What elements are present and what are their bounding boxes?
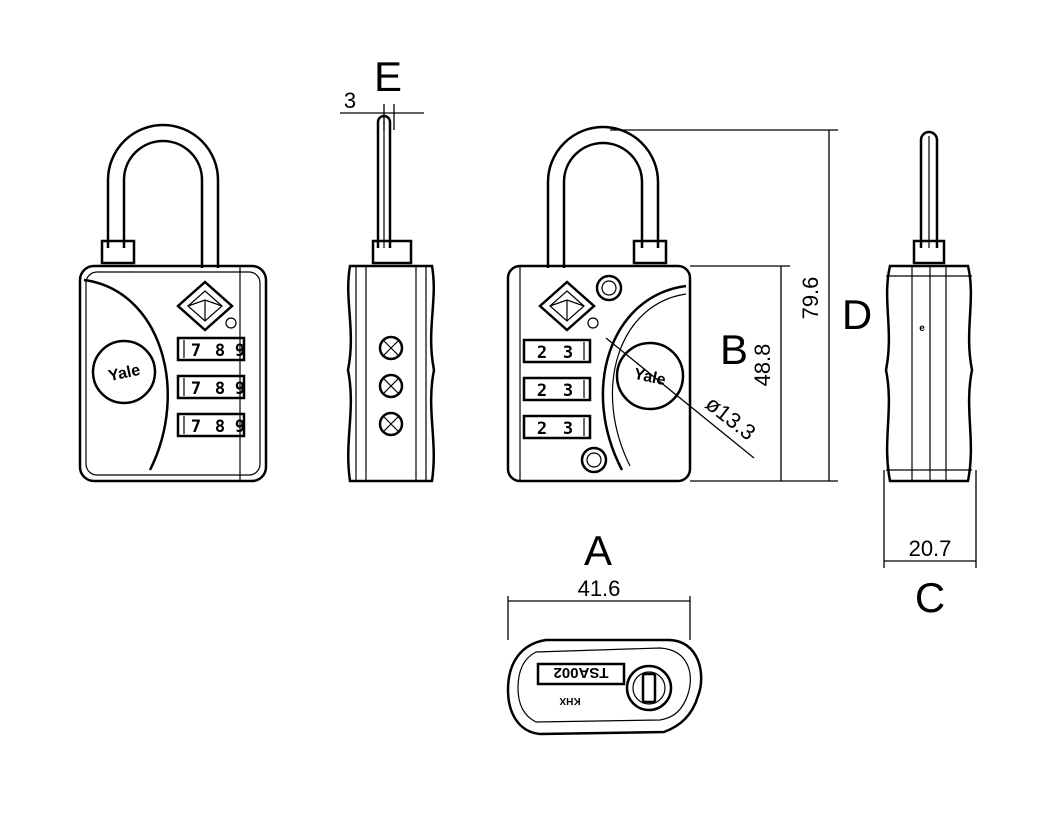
wheel-digit: 3 (563, 343, 573, 363)
wheel-digit: 9 (235, 341, 245, 361)
dimension-value-D: 79.6 (798, 277, 823, 320)
side-view (346, 114, 436, 483)
dimension-letter-D: D (842, 291, 872, 338)
wheel-digit: 9 (235, 417, 245, 437)
key-mark: e (919, 323, 925, 334)
wheel-digit: 3 (563, 419, 573, 439)
model-code: TSA002 (553, 664, 608, 681)
front-view-left: Yale 7 8 9 7 8 9 7 8 9 (78, 123, 268, 483)
dimension-B: B 48.8 (690, 265, 790, 481)
brand-logo-right: Yale (632, 366, 667, 389)
wheel-digit: 3 (563, 381, 573, 401)
dimension-value-A: 41.6 (578, 576, 621, 601)
dimension-letter-A: A (584, 527, 612, 574)
combination-wheels-right: 2 3 2 3 2 3 (522, 338, 592, 440)
front-view-right: Yale 2 3 2 3 2 3 (506, 125, 692, 483)
dimension-value-C: 20.7 (909, 536, 952, 561)
end-view: e (884, 130, 974, 483)
wheel-digit: 7 (191, 341, 201, 361)
wheel-digit: 2 (537, 381, 547, 401)
dimension-E: E 3 (340, 53, 424, 130)
brand-logo-left: Yale (107, 362, 142, 385)
wheel-digit: 2 (537, 343, 547, 363)
wheel-digit: 7 (191, 379, 201, 399)
dimension-D: D 79.6 (610, 129, 872, 482)
dimension-value-diameter: ø13.3 (701, 391, 761, 445)
wheel-digit: 2 (537, 419, 547, 439)
wheel-digit: 8 (215, 417, 225, 437)
wheel-digit: 9 (235, 379, 245, 399)
wheel-digit: 8 (215, 379, 225, 399)
dimension-value-E: 3 (344, 88, 356, 113)
combination-wheels-left: 7 8 9 7 8 9 7 8 9 (176, 336, 246, 438)
bottom-view: TSA002 KHX (506, 638, 703, 736)
wheel-digit: 7 (191, 417, 201, 437)
dimension-letter-C: C (915, 574, 945, 621)
dimension-letter-E: E (374, 53, 402, 100)
dimension-letter-B: B (720, 326, 748, 373)
dimension-value-B: 48.8 (750, 344, 775, 387)
dimension-A: A 41.6 (507, 527, 691, 640)
wheel-digit: 8 (215, 341, 225, 361)
dimension-C: 20.7 C (883, 470, 977, 621)
key-code: KHX (559, 695, 580, 706)
